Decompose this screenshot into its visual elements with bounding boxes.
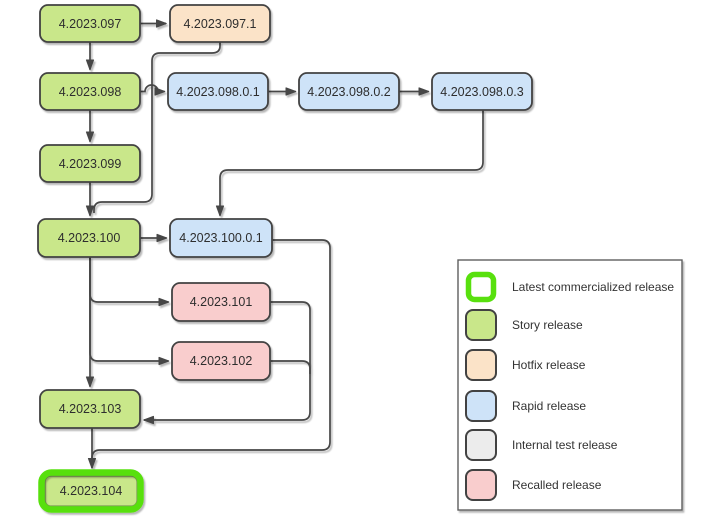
edge-098-0-3-to-100-0-1 [215, 110, 484, 217]
node-box [39, 144, 141, 183]
node-box [169, 4, 271, 43]
node-4-2023-102[interactable]: 4.2023.102 [171, 341, 271, 381]
node-label: 4.2023.100.0.1 [179, 231, 262, 245]
legend-swatch-hotfix [465, 349, 497, 381]
legend-label-story: Story release [512, 318, 583, 332]
node-label: 4.2023.098.0.2 [307, 85, 390, 99]
node-box [167, 72, 269, 111]
node-4-2023-103[interactable]: 4.2023.103 [39, 389, 141, 429]
node-4-2023-097-1[interactable]: 4.2023.097.1 [169, 4, 271, 43]
node-4-2023-100[interactable]: 4.2023.100 [37, 218, 141, 258]
edges [85, 19, 484, 469]
node-4-2023-098-0-2[interactable]: 4.2023.098.0.2 [298, 72, 400, 111]
edge-098-to-098-0-1 [140, 84, 166, 96]
edge-100-to-102 [89, 257, 170, 366]
node-box [298, 72, 400, 111]
node-4-2023-097[interactable]: 4.2023.097 [39, 4, 141, 43]
node-label: 4.2023.104 [60, 484, 123, 498]
node-4-2023-098-0-1[interactable]: 4.2023.098.0.1 [167, 72, 269, 111]
node-label: 4.2023.099 [59, 157, 122, 171]
node-label: 4.2023.103 [59, 402, 122, 416]
edge-102-to-103 [270, 360, 311, 374]
legend-swatch-story [465, 309, 497, 341]
edge-100-to-101 [89, 257, 170, 307]
legend-swatch-latest [465, 271, 497, 303]
node-box [169, 218, 273, 258]
node-box [37, 218, 141, 258]
node-label: 4.2023.098 [59, 85, 122, 99]
node-label: 4.2023.098.0.1 [176, 85, 259, 99]
legend-swatch-internal-test [465, 429, 497, 461]
node-4-2023-099[interactable]: 4.2023.099 [39, 144, 141, 183]
legend: Latest commercialized release Story rele… [457, 259, 683, 511]
legend-label-recalled: Recalled release [512, 478, 602, 492]
node-4-2023-104-latest[interactable]: 4.2023.104 [38, 469, 144, 513]
node-label: 4.2023.098.0.3 [440, 85, 523, 99]
legend-box [457, 259, 683, 511]
edge-097-1-to-100 [93, 42, 221, 213]
node-4-2023-101[interactable]: 4.2023.101 [171, 282, 271, 322]
node-label: 4.2023.100 [58, 231, 121, 245]
node-box [39, 4, 141, 43]
edge-101-to-103 [143, 301, 311, 425]
node-box [171, 282, 271, 322]
node-4-2023-098-0-3[interactable]: 4.2023.098.0.3 [431, 72, 533, 111]
node-4-2023-100-0-1[interactable]: 4.2023.100.0.1 [169, 218, 273, 258]
legend-label-latest: Latest commercialized release [512, 280, 674, 294]
legend-label-hotfix: Hotfix release [512, 358, 586, 372]
node-label: 4.2023.101 [190, 295, 253, 309]
latest-release-highlight [38, 469, 144, 513]
legend-swatch-recalled [465, 469, 497, 501]
node-4-2023-098[interactable]: 4.2023.098 [39, 72, 141, 111]
node-label: 4.2023.097 [59, 17, 122, 31]
node-box [431, 72, 533, 111]
node-box [171, 341, 271, 381]
legend-label-internal-test: Internal test release [512, 438, 618, 452]
node-box [39, 389, 141, 429]
node-box [39, 72, 141, 111]
edge-100-0-1-to-104 [91, 239, 331, 460]
node-label: 4.2023.097.1 [184, 17, 257, 31]
node-label: 4.2023.102 [190, 354, 253, 368]
legend-label-rapid: Rapid release [512, 399, 586, 413]
legend-swatch-rapid [465, 390, 497, 422]
node-box [44, 475, 138, 507]
